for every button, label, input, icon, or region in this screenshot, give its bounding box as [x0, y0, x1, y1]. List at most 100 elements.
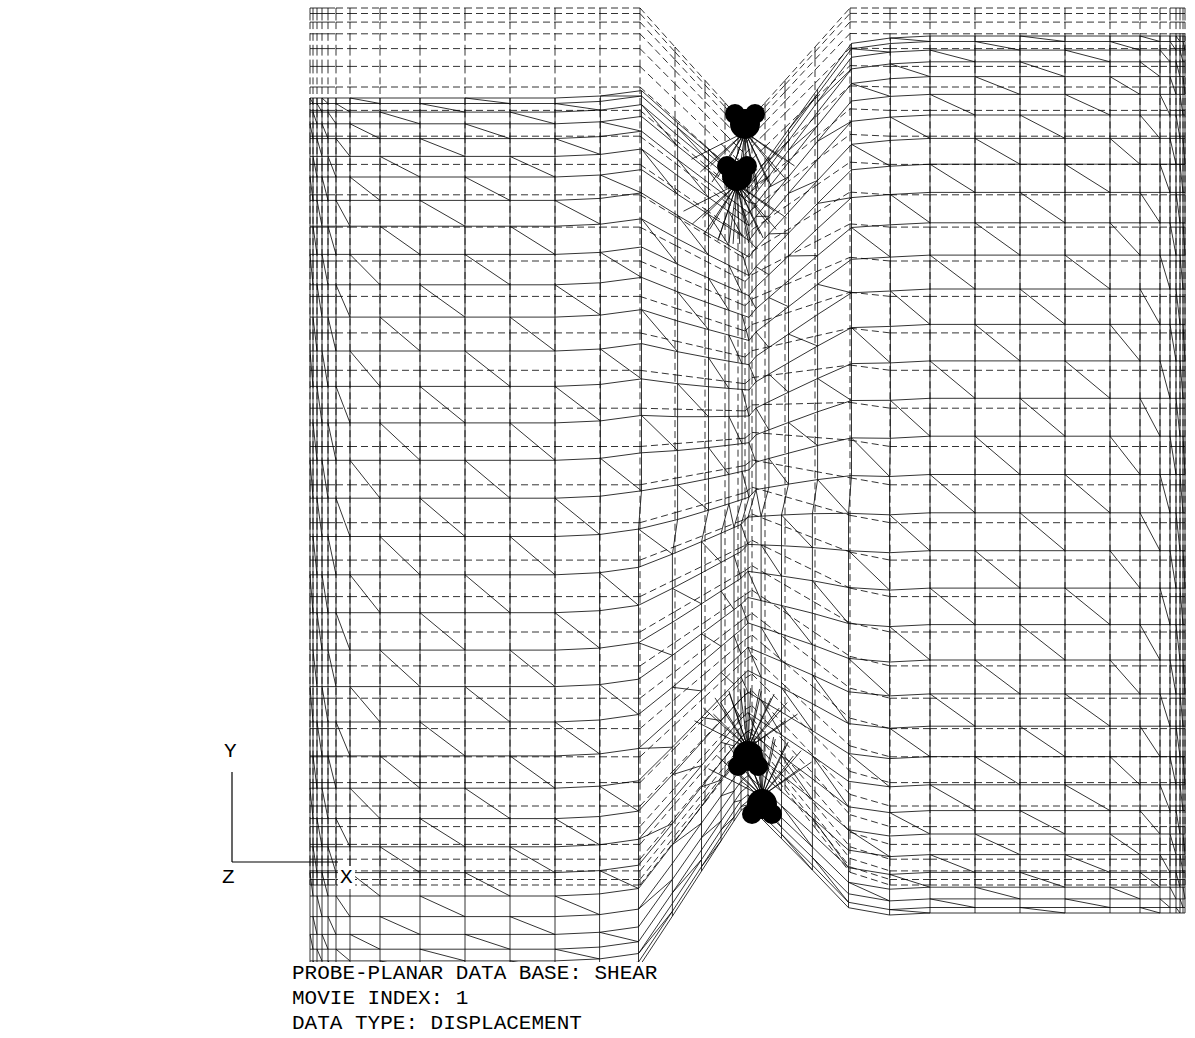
element-edge: [890, 625, 930, 627]
element-diagonal: [975, 436, 1020, 474]
element-diagonal: [317, 722, 322, 756]
element-diagonal: [313, 650, 317, 687]
element-diagonal: [328, 317, 336, 351]
element-edge: [600, 781, 639, 786]
element-diagonal: [465, 575, 510, 613]
element-edge: [741, 623, 748, 630]
element-edge: [738, 254, 745, 258]
element-edge: [818, 49, 852, 94]
element-diagonal: [852, 328, 891, 363]
element-diagonal: [782, 515, 813, 548]
element-diagonal: [729, 212, 742, 236]
element-edge: [675, 737, 705, 769]
element-edge: [555, 932, 600, 934]
element-edge: [785, 556, 815, 571]
element-edge: [785, 186, 815, 207]
element-edge: [849, 658, 890, 662]
element-edge: [890, 223, 930, 225]
element-edge: [890, 899, 930, 901]
element-edge: [818, 259, 852, 284]
element-edge: [850, 440, 890, 446]
element-edge: [749, 408, 756, 416]
element-edge: [725, 352, 738, 355]
element-edge: [756, 348, 769, 357]
element-edge: [850, 109, 890, 111]
element-diagonal: [555, 139, 600, 155]
element-diagonal: [555, 613, 600, 648]
element-edge: [752, 294, 765, 300]
element-edge: [702, 697, 722, 717]
element-diagonal: [890, 38, 930, 42]
element-edge: [600, 219, 641, 224]
element-edge: [756, 374, 769, 382]
element-edge: [850, 872, 890, 885]
element-edge: [756, 275, 769, 287]
element-diagonal: [317, 613, 322, 650]
element-edge: [675, 276, 705, 289]
element-diagonal: [555, 104, 600, 111]
element-edge: [555, 349, 600, 351]
element-diagonal: [782, 834, 813, 870]
element-diagonal: [420, 386, 465, 423]
element-edge: [709, 387, 729, 389]
element-edge: [640, 788, 675, 827]
element-edge: [555, 685, 600, 687]
element-edge: [640, 547, 675, 561]
element-diagonal: [782, 806, 813, 847]
element-edge: [789, 256, 818, 281]
element-diagonal: [1065, 255, 1110, 289]
element-diagonal: [642, 105, 678, 147]
element-diagonal: [336, 104, 350, 113]
element-diagonal: [1140, 811, 1160, 834]
element-edge: [555, 101, 600, 103]
element-edge: [742, 293, 749, 296]
element-edge: [640, 14, 675, 52]
element-edge: [702, 780, 722, 806]
element-edge: [640, 478, 675, 485]
element-edge: [785, 585, 815, 603]
element-edge: [734, 604, 741, 609]
element-edge: [729, 361, 742, 363]
element-edge: [640, 817, 675, 859]
element-diagonal: [930, 855, 975, 873]
element-diagonal: [420, 896, 465, 917]
element-edge: [852, 291, 891, 293]
element-diagonal: [930, 588, 975, 625]
element-diagonal: [313, 226, 317, 254]
element-diagonal: [420, 139, 465, 157]
element-diagonal: [328, 917, 336, 935]
element-diagonal: [313, 423, 317, 460]
element-edge: [761, 601, 781, 606]
element-diagonal: [702, 634, 722, 647]
element-edge: [600, 247, 641, 252]
element-edge: [600, 715, 639, 721]
element-diagonal: [930, 164, 975, 192]
element-edge: [745, 706, 752, 710]
element-diagonal: [380, 756, 420, 788]
element-diagonal: [1140, 62, 1160, 77]
element-edge: [675, 791, 705, 828]
element-edge: [600, 149, 641, 154]
element-edge: [785, 52, 815, 85]
element-diagonal: [975, 660, 1020, 694]
element-diagonal: [420, 285, 465, 317]
element-edge: [600, 567, 639, 572]
element-diagonal: [1110, 660, 1140, 694]
element-edge: [678, 215, 709, 233]
element-edge: [818, 364, 852, 379]
element-edge: [890, 115, 930, 117]
element-edge: [640, 408, 675, 409]
element-diagonal: [350, 687, 380, 722]
element-edge: [705, 608, 725, 622]
element-edge: [850, 746, 890, 757]
element-edge: [890, 872, 930, 874]
element-edge: [852, 140, 891, 144]
element-edge: [642, 170, 678, 195]
element-diagonal: [510, 847, 555, 873]
element-edge: [785, 336, 815, 343]
element-edge: [672, 663, 701, 687]
element-edge: [725, 600, 738, 609]
element-diagonal: [350, 575, 380, 613]
element-edge: [890, 62, 930, 64]
element-edge: [785, 707, 815, 737]
